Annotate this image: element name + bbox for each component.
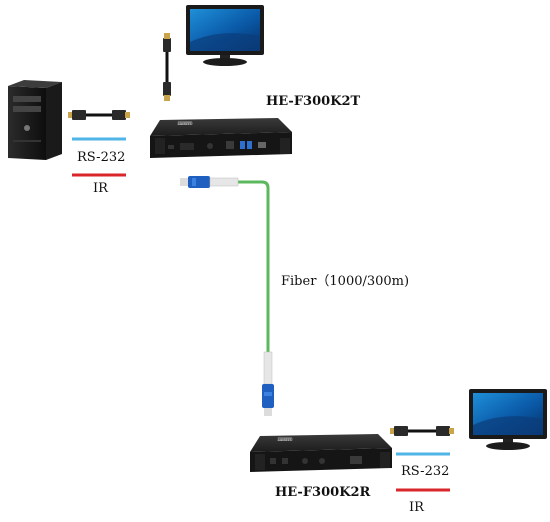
ir-label-left: IR [93,181,108,196]
fiber-cable [238,180,270,352]
pc-tower-icon [8,80,62,160]
rs232-label-left: RS-232 [77,150,126,165]
monitor-icon [186,5,264,66]
fiber-connector-icon [262,351,274,416]
hdmi-cable-icon [68,110,130,120]
transmitter-model-label: HE-F300K2T [266,94,361,109]
transmitter-brand: LAISITU [177,122,192,126]
hdmi-cable-icon [390,426,454,436]
receiver-box-icon: LAISITU [250,434,392,472]
transmitter-box-icon: LAISITU [150,118,292,158]
receiver-brand: LAISITU [277,438,292,442]
rs232-label-right: RS-232 [401,464,450,479]
hdmi-cable-icon [163,33,171,101]
ir-label-right: IR [409,500,424,515]
receiver-model-label: HE-F300K2R [275,485,371,500]
fiber-label: Fiber（1000/300m) [281,274,410,289]
fiber-connector-icon [180,176,239,188]
monitor-icon [469,389,547,450]
